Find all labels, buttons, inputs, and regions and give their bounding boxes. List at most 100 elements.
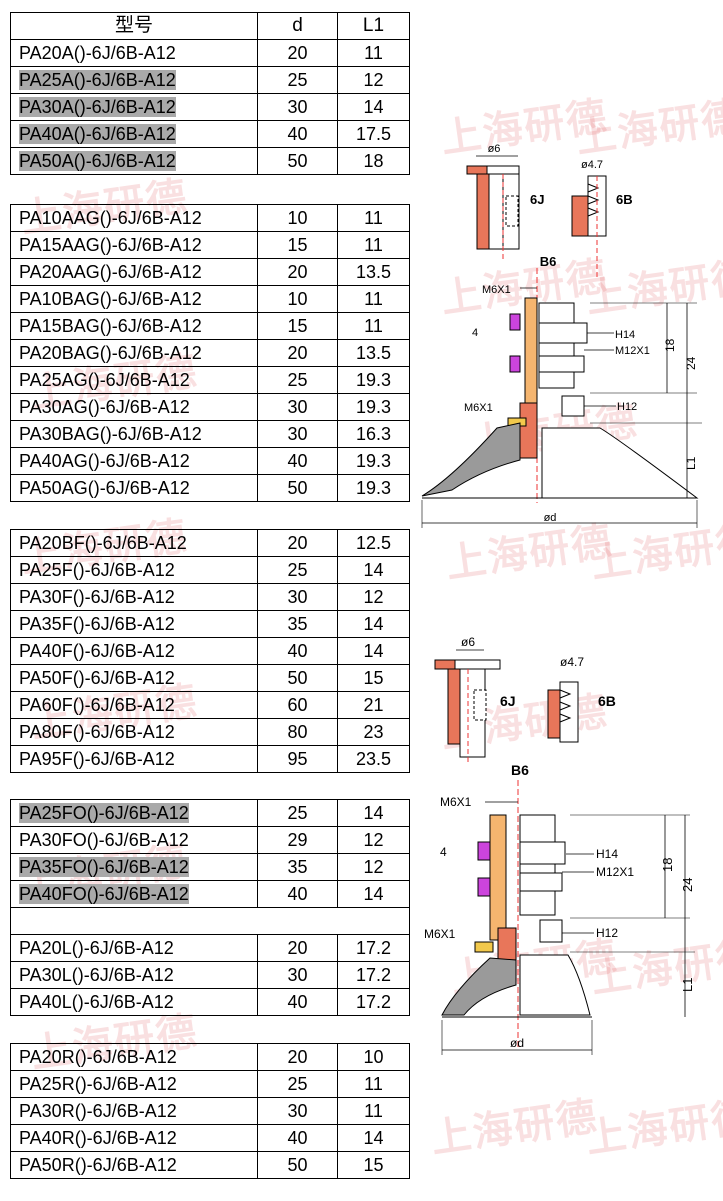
dim-m12x1-bottom: M12X1 — [596, 865, 634, 879]
header-d: d — [257, 12, 338, 40]
l1-cell: 15 — [337, 664, 410, 692]
model-name: PA20AAG()-6J/6B-A12 — [19, 262, 202, 282]
model-cell: PA50F()-6J/6B-A12 — [10, 664, 258, 692]
l1-cell: 11 — [337, 39, 410, 67]
model-name: PA50F()-6J/6B-A12 — [19, 668, 175, 688]
table-row — [10, 907, 410, 935]
d-cell: 15 — [257, 231, 338, 259]
d-cell: 30 — [257, 393, 338, 421]
dim-24-bottom: 24 — [680, 878, 695, 892]
d-cell: 95 — [257, 745, 338, 773]
d-cell: 10 — [257, 285, 338, 313]
model-name: PA35F()-6J/6B-A12 — [19, 614, 175, 634]
model-cell: PA25F()-6J/6B-A12 — [10, 556, 258, 584]
model-cell: PA30F()-6J/6B-A12 — [10, 583, 258, 611]
dim-phi47-top: ø4.7 — [581, 159, 603, 171]
model-name: PA20L()-6J/6B-A12 — [19, 938, 174, 958]
dim-4-top: 4 — [472, 327, 478, 339]
header-l1: L1 — [337, 12, 410, 40]
dim-m6x1-mid-top: M6X1 — [464, 402, 493, 414]
label-6j-bottom: 6J — [500, 693, 516, 709]
model-cell: PA30BAG()-6J/6B-A12 — [10, 420, 258, 448]
dim-h12-bottom: H12 — [596, 926, 618, 940]
l1-cell: 19.3 — [337, 366, 410, 394]
dim-phid-bottom: ød — [510, 1036, 524, 1050]
d-cell: 50 — [257, 1151, 338, 1179]
label-b6-bottom: B6 — [511, 762, 529, 778]
d-cell: 29 — [257, 826, 338, 854]
l1-cell: 15 — [337, 1151, 410, 1179]
d-cell: 30 — [257, 420, 338, 448]
model-name: PA25AG()-6J/6B-A12 — [19, 370, 190, 390]
l1-cell: 19.3 — [337, 474, 410, 502]
dim-m6x1-top: M6X1 — [482, 284, 511, 296]
l1-cell: 14 — [337, 637, 410, 665]
model-name: PA40F()-6J/6B-A12 — [19, 641, 175, 661]
d-cell: 30 — [257, 93, 338, 121]
blank-row-cell — [10, 907, 410, 935]
model-name: PA40A()-6J/6B-A12 — [19, 124, 176, 144]
l1-cell: 11 — [337, 1070, 410, 1098]
d-cell: 15 — [257, 312, 338, 340]
model-cell: PA50A()-6J/6B-A12 — [10, 147, 258, 175]
model-cell: PA30AG()-6J/6B-A12 — [10, 393, 258, 421]
model-cell: PA20A()-6J/6B-A12 — [10, 39, 258, 67]
l1-cell: 14 — [337, 610, 410, 638]
l1-cell: 19.3 — [337, 393, 410, 421]
model-name: PA50A()-6J/6B-A12 — [19, 151, 176, 171]
d-cell: 20 — [257, 339, 338, 367]
d-cell: 40 — [257, 1124, 338, 1152]
d-cell: 25 — [257, 799, 338, 827]
model-name: PA30A()-6J/6B-A12 — [19, 97, 176, 117]
dim-phi47-bottom: ø4.7 — [560, 655, 584, 669]
model-cell: PA25FO()-6J/6B-A12 — [10, 799, 258, 827]
model-cell: PA20BF()-6J/6B-A12 — [10, 529, 258, 557]
l1-cell: 11 — [337, 1097, 410, 1125]
model-cell: PA95F()-6J/6B-A12 — [10, 745, 258, 773]
dim-phi6-top: ø6 — [488, 143, 501, 155]
model-name: PA35FO()-6J/6B-A12 — [19, 857, 189, 877]
dim-phi6-bottom: ø6 — [461, 635, 475, 649]
model-cell: PA35FO()-6J/6B-A12 — [10, 853, 258, 881]
label-b6-top: B6 — [540, 254, 557, 269]
d-cell: 40 — [257, 120, 338, 148]
model-cell: PA40L()-6J/6B-A12 — [10, 988, 258, 1016]
dim-24-top: 24 — [684, 356, 698, 370]
l1-cell: 11 — [337, 312, 410, 340]
model-name: PA20BF()-6J/6B-A12 — [19, 533, 187, 553]
l1-cell: 17.2 — [337, 988, 410, 1016]
model-cell: PA20AAG()-6J/6B-A12 — [10, 258, 258, 286]
model-cell: PA50R()-6J/6B-A12 — [10, 1151, 258, 1179]
model-cell: PA10AAG()-6J/6B-A12 — [10, 204, 258, 232]
model-name: PA15AAG()-6J/6B-A12 — [19, 235, 202, 255]
model-name: PA10AAG()-6J/6B-A12 — [19, 208, 202, 228]
l1-cell: 12 — [337, 66, 410, 94]
model-cell: PA25AG()-6J/6B-A12 — [10, 366, 258, 394]
label-6b-bottom: 6B — [598, 693, 616, 709]
model-cell: PA35F()-6J/6B-A12 — [10, 610, 258, 638]
model-name: PA30BAG()-6J/6B-A12 — [19, 424, 202, 444]
watermark: 上海研德 — [428, 1092, 601, 1163]
l1-cell: 11 — [337, 204, 410, 232]
model-cell: PA50AG()-6J/6B-A12 — [10, 474, 258, 502]
model-name: PA30L()-6J/6B-A12 — [19, 965, 174, 985]
fitting-6b-icon — [547, 681, 579, 743]
model-name: PA20BAG()-6J/6B-A12 — [19, 343, 202, 363]
